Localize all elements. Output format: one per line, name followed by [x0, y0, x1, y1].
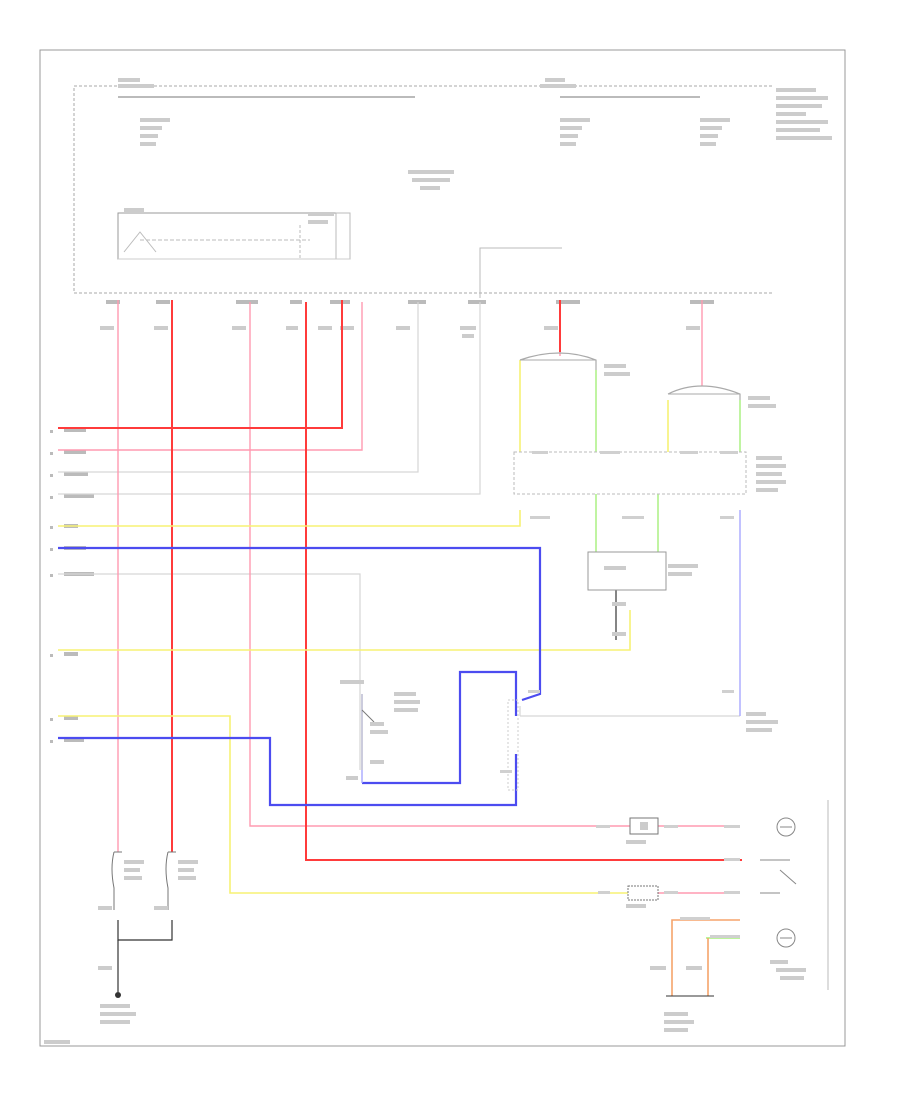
pink-wires — [58, 300, 740, 894]
switch-icon — [760, 859, 797, 894]
right-headlamp-right-group — [667, 385, 776, 408]
bulb-lower-icon — [776, 928, 796, 948]
left-headlight — [98, 851, 144, 910]
green-wires — [595, 370, 741, 939]
wire-tags — [100, 326, 700, 338]
bulb-upper-icon — [776, 817, 796, 837]
control-box — [587, 551, 698, 636]
diagram-frame — [39, 49, 846, 1047]
fuse-top — [626, 817, 659, 844]
left-markers — [50, 428, 94, 743]
left-headlamp-right-group — [519, 352, 630, 376]
red-wires — [58, 300, 742, 861]
fuse-bottom — [626, 885, 659, 908]
top-module-box — [73, 85, 772, 294]
inline-wire-labels — [500, 451, 740, 938]
yellow-wires — [58, 360, 669, 894]
footer-code — [44, 1040, 70, 1044]
light-blue-wires — [361, 510, 741, 783]
lower-ground — [650, 960, 806, 1032]
module-pins — [106, 300, 714, 304]
lower-connector-block — [507, 699, 778, 791]
ground-icon — [98, 966, 136, 1024]
white-wires — [58, 302, 740, 770]
right-headlight — [154, 851, 198, 910]
top-module-texts — [118, 78, 832, 190]
connector-block — [513, 451, 786, 495]
center-switch — [340, 680, 420, 780]
blue-wires — [58, 546, 542, 807]
module-hook-wire — [479, 247, 562, 298]
orange-wires — [671, 919, 740, 996]
headlight-relay — [117, 208, 351, 260]
black-wires — [117, 590, 617, 992]
